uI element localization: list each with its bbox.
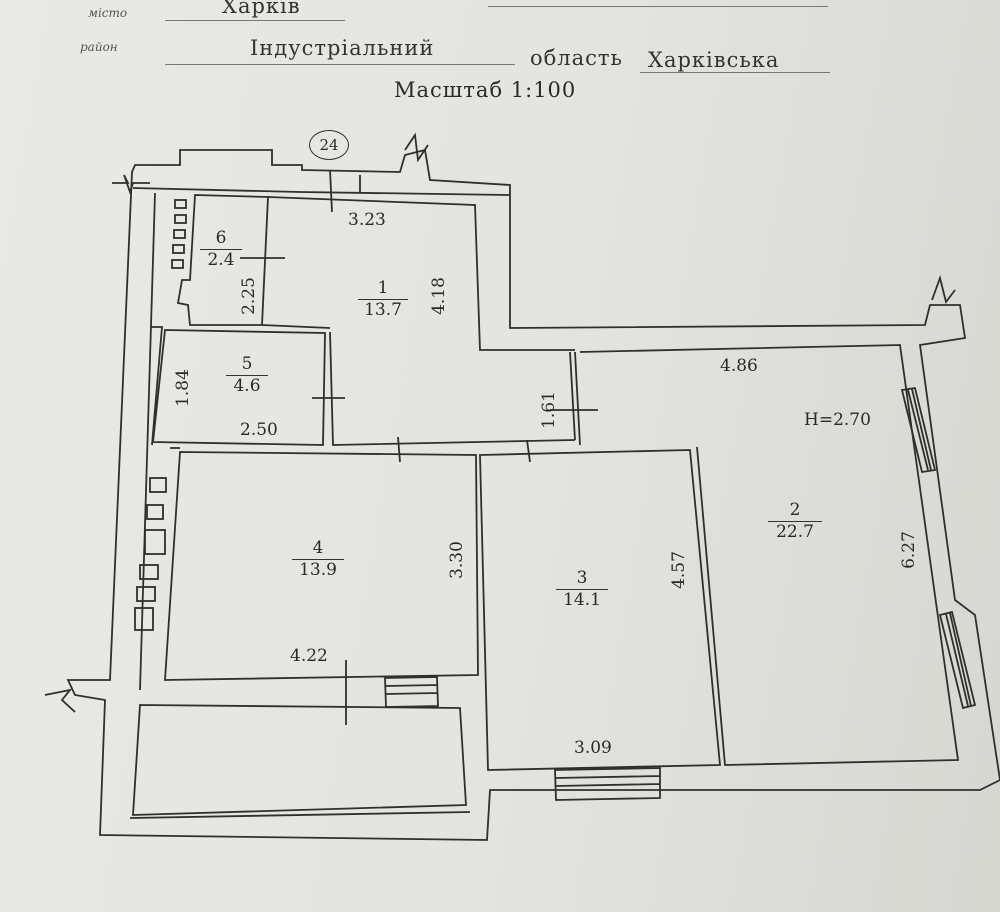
- dim-4-18: 4.18: [428, 277, 449, 315]
- dim-2-50: 2.50: [240, 420, 278, 440]
- room-4-label: 4 13.9: [292, 538, 344, 581]
- room-4-area: 13.9: [299, 560, 337, 580]
- bottom-outer-line: [129, 811, 471, 819]
- room-1-area: 13.7: [364, 300, 402, 320]
- dim-3-23: 3.23: [348, 210, 386, 230]
- window-right-upper: [900, 386, 937, 474]
- vent-symbols-lower: [134, 477, 167, 631]
- room-3-label: 3 14.1: [556, 568, 608, 611]
- city-field-label: місто: [88, 6, 128, 20]
- region-field-label: область: [530, 46, 623, 70]
- district-underline: [165, 64, 515, 65]
- room-2-area: 22.7: [776, 522, 814, 542]
- window-bottom-3: [554, 767, 661, 801]
- region-underline: [640, 72, 830, 73]
- room-6-label: 6 2.4: [200, 228, 242, 271]
- room6-walls: [176, 194, 269, 326]
- room2-left-wall: [574, 351, 581, 446]
- room1-left: [261, 324, 331, 329]
- room-1-number: 1: [358, 278, 408, 300]
- dim-3-30: 3.30: [446, 541, 467, 579]
- window-right-lower: [938, 610, 977, 710]
- dim-6-27: 6.27: [898, 531, 919, 569]
- entry-break-left: [112, 174, 150, 195]
- room-3-area: 14.1: [563, 590, 601, 610]
- dim-4-22: 4.22: [290, 646, 328, 666]
- building-number-circle: 24: [309, 130, 349, 160]
- dim-3-09: 3.09: [574, 738, 612, 758]
- room-3-number: 3: [556, 568, 608, 590]
- region-value: Харківська: [648, 48, 780, 72]
- vent-symbols-upper: [171, 199, 187, 269]
- district-value: Індустріальний: [250, 36, 435, 60]
- room-5-area: 4.6: [233, 376, 261, 396]
- room-6-number: 6: [200, 228, 242, 250]
- room-5-number: 5: [226, 354, 268, 376]
- room-6-area: 2.4: [207, 250, 235, 270]
- dim-4-57: 4.57: [668, 551, 689, 589]
- room-2-number: 2: [768, 500, 822, 522]
- city-underline: [165, 20, 345, 21]
- entry-break-top: [404, 132, 429, 163]
- corridor-top-inner-wall: [132, 187, 511, 196]
- entry-break-bottom-left: [44, 688, 76, 713]
- room2-left-wall-b: [569, 351, 576, 441]
- entry-break-right: [931, 274, 956, 305]
- city-value: Харків: [222, 0, 301, 18]
- room-2-label: 2 22.7: [768, 500, 822, 543]
- scale-label: Масштаб 1:100: [394, 78, 577, 102]
- window-bottom-4: [384, 676, 439, 708]
- dim-1-61: 1.61: [538, 391, 559, 429]
- room-5-label: 5 4.6: [226, 354, 268, 397]
- district-field-label: район: [80, 40, 118, 54]
- room5-walls: [152, 329, 326, 446]
- hallway-wall: [329, 331, 576, 446]
- room2-walls: [579, 344, 960, 766]
- dim-1-84: 1.84: [172, 369, 193, 407]
- dim-2-25: 2.25: [238, 277, 259, 315]
- room3-walls: [479, 449, 721, 771]
- dim-4-86: 4.86: [720, 356, 758, 376]
- room-4-number: 4: [292, 538, 344, 560]
- exterior-wall-outer: [66, 148, 1000, 841]
- door-ticks: [240, 169, 598, 725]
- ceiling-height: H=2.70: [804, 410, 871, 430]
- room5-outer: [150, 326, 163, 446]
- bottom-room-walls: [132, 704, 467, 816]
- room4-walls: [164, 451, 479, 681]
- street-underline: [488, 6, 828, 7]
- room1-walls: [267, 196, 575, 351]
- room-1-label: 1 13.7: [358, 278, 408, 321]
